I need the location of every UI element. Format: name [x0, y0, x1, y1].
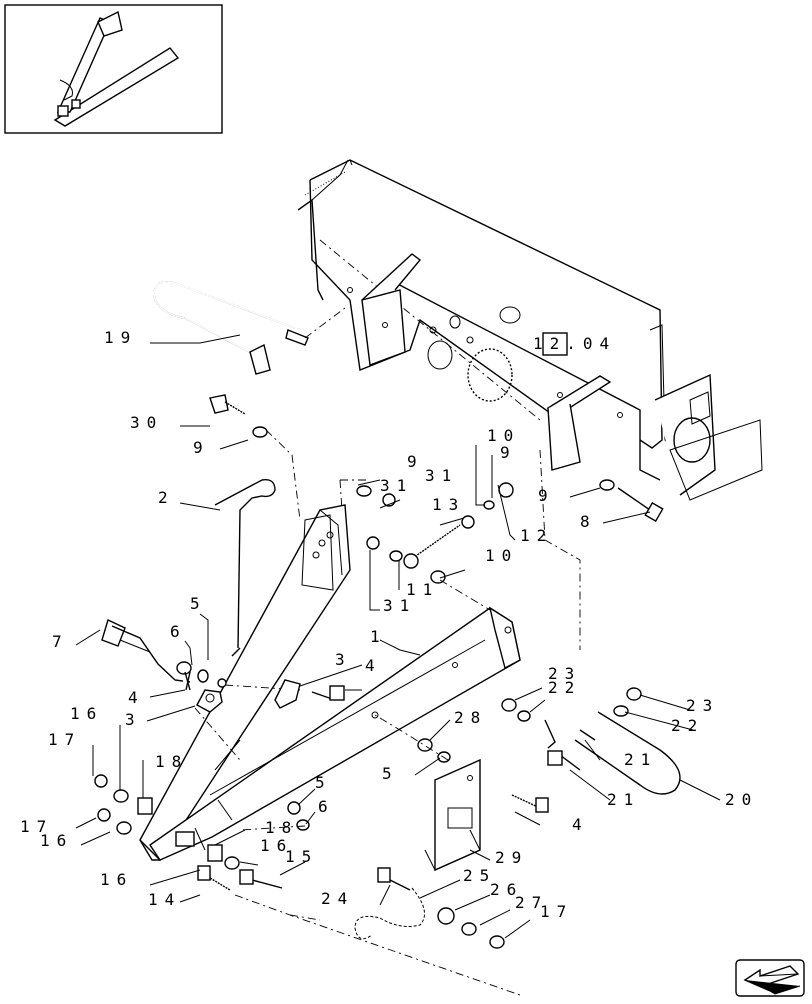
- callout-18-b[interactable]: 18: [265, 818, 298, 837]
- callout-21-b[interactable]: 21: [607, 790, 640, 809]
- callout-9-center[interactable]: 9: [407, 452, 424, 471]
- leader-lines: [75, 334, 721, 939]
- callout-4-left[interactable]: 4: [128, 688, 145, 707]
- callout-1[interactable]: 1: [370, 627, 387, 646]
- callout-27[interactable]: 27: [515, 893, 548, 912]
- callout-9-far-right[interactable]: 9: [538, 486, 555, 505]
- callout-15[interactable]: 15: [285, 847, 318, 866]
- callout-6-left[interactable]: 6: [170, 622, 187, 641]
- callout-22-b[interactable]: 22: [671, 716, 704, 735]
- callout-22-a[interactable]: 22: [548, 678, 581, 697]
- callout-24[interactable]: 24: [321, 889, 354, 908]
- callout-25[interactable]: 25: [463, 866, 496, 885]
- callout-23-b[interactable]: 23: [686, 696, 719, 715]
- overview-thumbnail: [4, 4, 223, 134]
- hardware: [94, 394, 681, 996]
- callout-5-left[interactable]: 5: [190, 594, 207, 613]
- callout-9-left[interactable]: 9: [193, 438, 210, 457]
- callout-21-a[interactable]: 21: [624, 750, 657, 769]
- callout-17-b[interactable]: 17: [20, 817, 53, 836]
- callout-7[interactable]: 7: [52, 632, 69, 651]
- callout-9-right[interactable]: 9: [500, 443, 517, 462]
- callout-10-lower[interactable]: 10: [485, 546, 518, 565]
- callout-23-a[interactable]: 23: [548, 664, 581, 683]
- callout-5-lower[interactable]: 5: [382, 764, 399, 783]
- chassis-frame: [297, 159, 763, 501]
- reference-box[interactable]: 12.04: [533, 332, 616, 356]
- callout-20[interactable]: 20: [725, 790, 758, 809]
- callout-30[interactable]: 30: [130, 413, 163, 432]
- part-19-u-bracket: [153, 281, 346, 375]
- callout-13[interactable]: 13: [432, 495, 465, 514]
- callout-3-left[interactable]: 3: [125, 710, 142, 729]
- callout-17-c[interactable]: 17: [540, 902, 573, 921]
- callout-12[interactable]: 12: [520, 526, 553, 545]
- callout-labels: 1 2 3 3 4 4 4 5 5 5 6 6 7 8 9 9 9 9 10 1…: [20, 328, 758, 921]
- callout-16-d[interactable]: 16: [260, 836, 293, 855]
- callout-10-top[interactable]: 10: [487, 426, 520, 445]
- callout-5-mid[interactable]: 5: [315, 773, 332, 792]
- callout-19[interactable]: 19: [104, 328, 137, 347]
- reference-label: 12.04: [533, 334, 616, 353]
- callout-16-c[interactable]: 16: [100, 870, 133, 889]
- part-7-spring-clip: [101, 619, 191, 683]
- callout-29[interactable]: 29: [495, 848, 528, 867]
- next-page-arrow-button[interactable]: [735, 959, 805, 997]
- callout-8[interactable]: 8: [580, 512, 597, 531]
- drawbar: [139, 504, 521, 862]
- callout-16-a[interactable]: 16: [70, 704, 103, 723]
- callout-11[interactable]: 11: [406, 580, 439, 599]
- callout-16-b[interactable]: 16: [40, 831, 73, 850]
- callout-31-b[interactable]: 31: [383, 596, 416, 615]
- callout-17-a[interactable]: 17: [48, 730, 81, 749]
- callout-4-right[interactable]: 4: [365, 656, 382, 675]
- callout-3-right[interactable]: 3: [335, 650, 352, 669]
- callout-6-mid[interactable]: 6: [318, 797, 335, 816]
- callout-4-lower[interactable]: 4: [572, 815, 589, 834]
- callout-2[interactable]: 2: [158, 488, 175, 507]
- callout-31-c[interactable]: 31: [425, 466, 458, 485]
- callout-31-a[interactable]: 31: [380, 476, 413, 495]
- callout-18-a[interactable]: 18: [155, 752, 188, 771]
- part-2-wire-handle: [214, 479, 276, 657]
- callout-26[interactable]: 26: [490, 880, 523, 899]
- callout-14[interactable]: 14: [148, 890, 181, 909]
- callout-28[interactable]: 28: [454, 708, 487, 727]
